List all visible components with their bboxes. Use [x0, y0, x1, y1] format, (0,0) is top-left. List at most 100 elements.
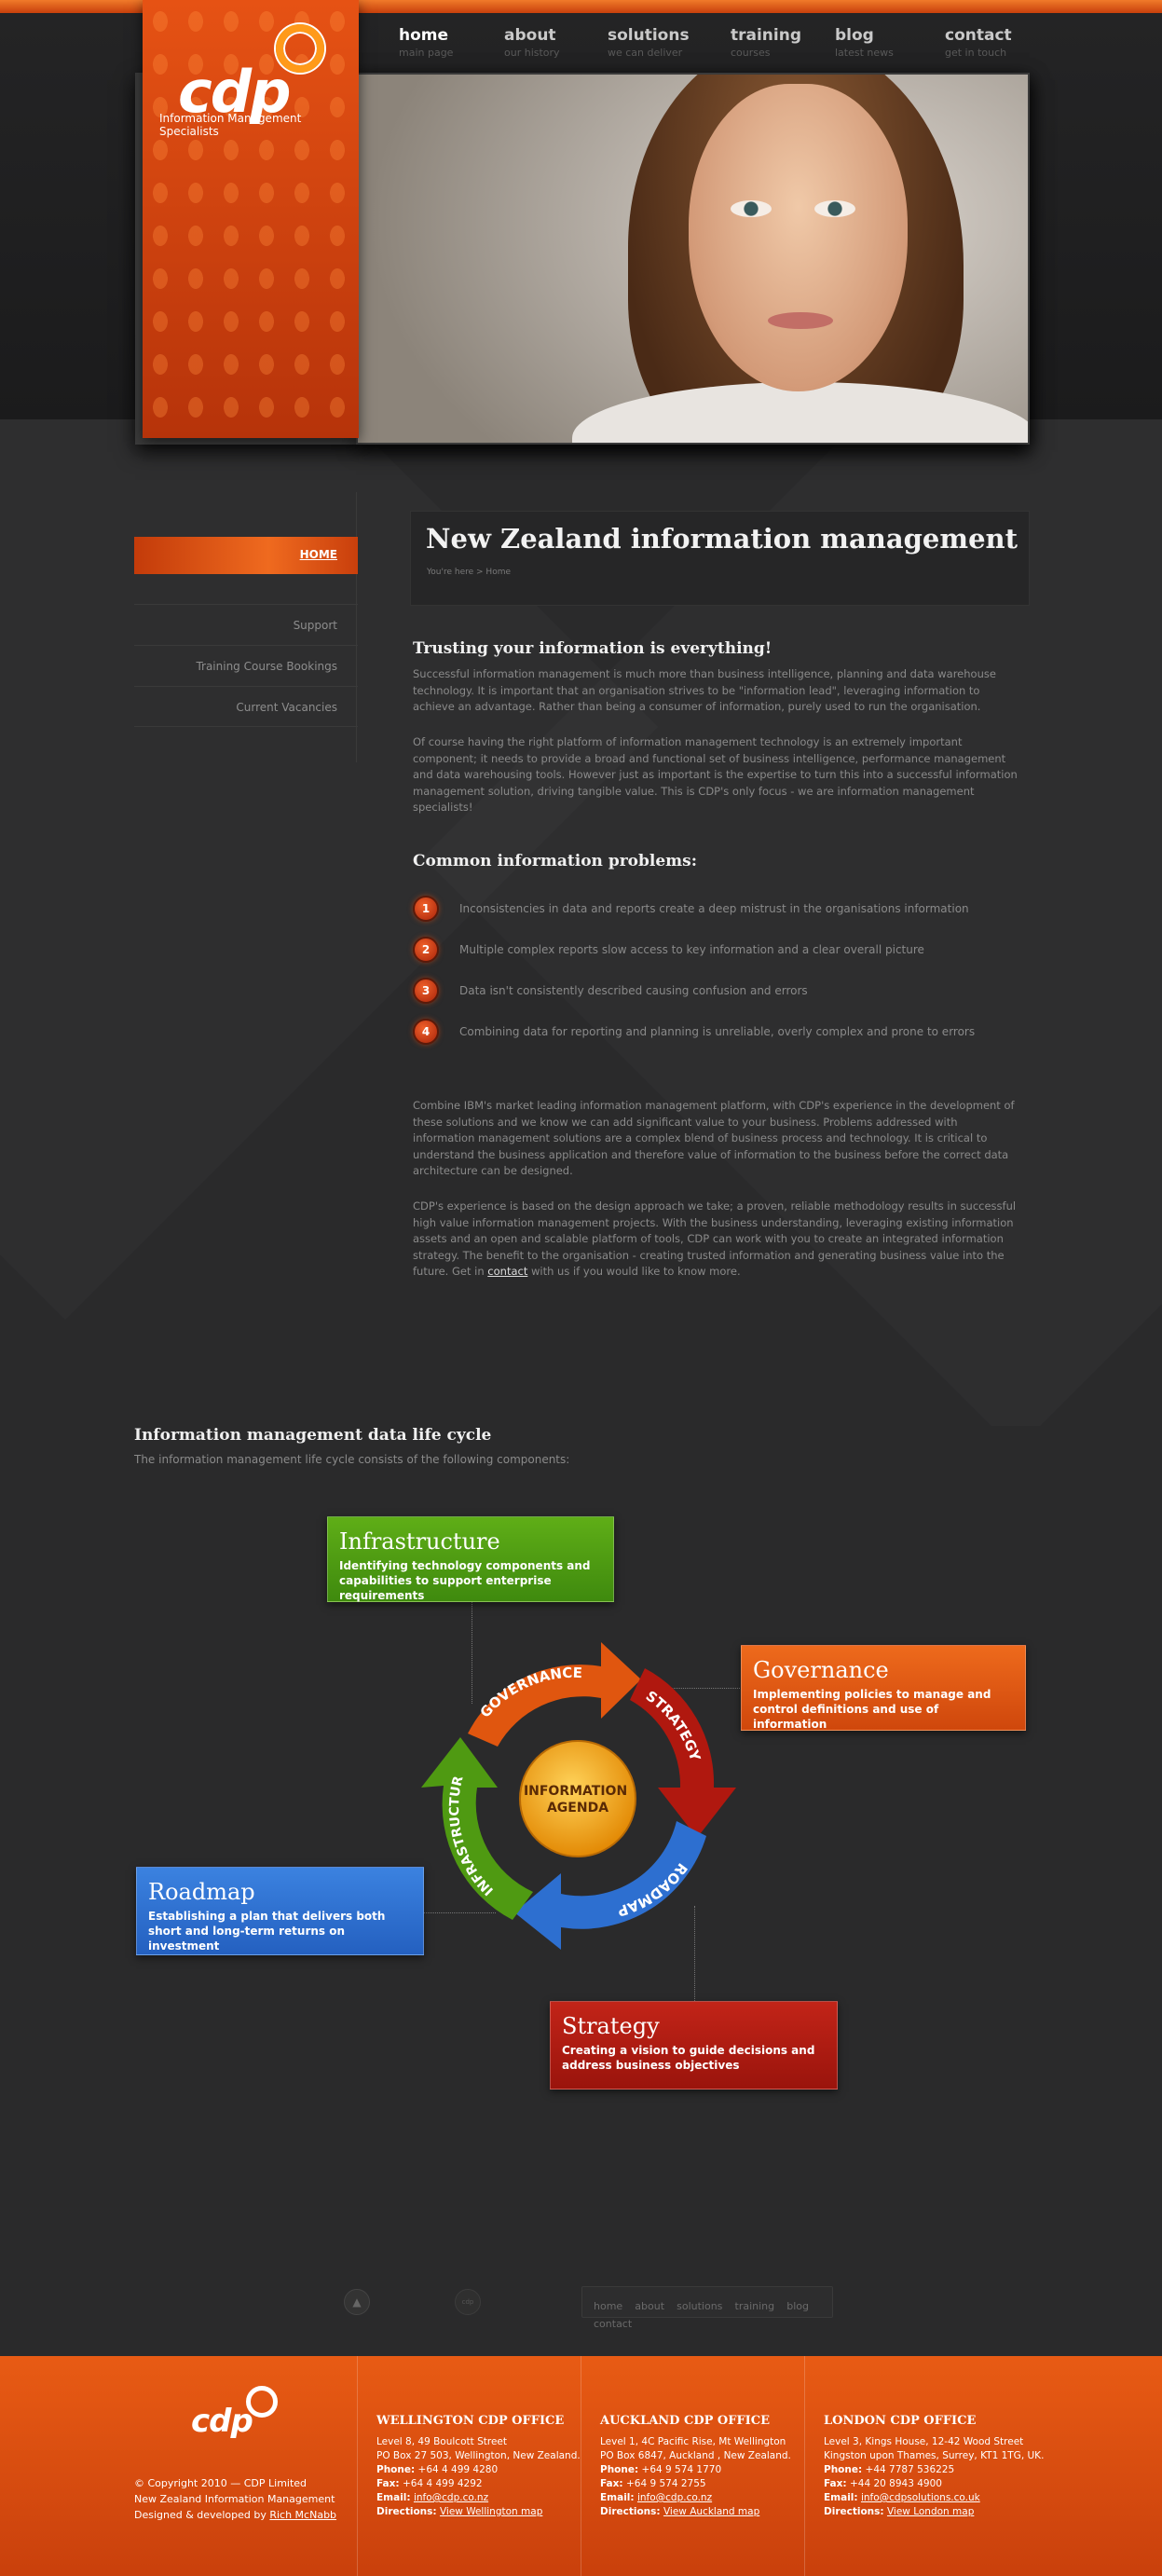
problem-text: Multiple complex reports slow access to …	[459, 943, 924, 956]
email-link[interactable]: info@cdp.co.nz	[413, 2492, 489, 2503]
email-link[interactable]: info@cdpsolutions.co.uk	[860, 2492, 980, 2503]
office-email: Email: info@cdpsolutions.co.uk	[824, 2492, 980, 2503]
office-fax: Fax: +64 9 574 2755	[600, 2478, 706, 2489]
box-strategy-title: Strategy	[562, 2013, 660, 2039]
title-box: New Zealand information management You'r…	[410, 511, 1030, 606]
portrait-eye-right	[814, 200, 855, 217]
connector-strategy	[694, 1906, 695, 2001]
office-directions: Directions: View Auckland map	[600, 2506, 760, 2517]
problem-text: Data isn't consistently described causin…	[459, 984, 808, 997]
footer-link-blog[interactable]: blog	[786, 2300, 809, 2312]
office-address-2: PO Box 6847, Auckland , New Zealand.	[600, 2450, 791, 2461]
office-wellington: WELLINGTON CDP OFFICE Level 8, 49 Boulco…	[376, 2414, 591, 2519]
portrait-lips	[768, 312, 833, 329]
box-governance-desc: Implementing policies to manage and cont…	[753, 1688, 991, 1731]
footer-divider	[804, 2356, 805, 2576]
connector-roadmap	[421, 1912, 496, 1913]
map-link[interactable]: View London map	[886, 2506, 975, 2517]
lifecycle-intro: The information management life cycle co…	[134, 1453, 570, 1466]
footer-link-about[interactable]: about	[635, 2300, 665, 2312]
number-badge: 1	[413, 896, 439, 922]
office-auckland: AUCKLAND CDP OFFICE Level 1, 4C Pacific …	[600, 2414, 814, 2519]
footer-link-contact[interactable]: contact	[594, 2318, 633, 2330]
footer-link-training[interactable]: training	[734, 2300, 775, 2312]
problem-text: Inconsistencies in data and reports crea…	[459, 902, 969, 915]
footer-copyright: © Copyright 2010 — CDP Limited New Zeala…	[134, 2475, 336, 2523]
sidebar-item-training-bookings[interactable]: Training Course Bookings	[134, 645, 358, 686]
logo-wordmark[interactable]: cdp	[178, 58, 292, 126]
footer-links: home about solutions training blog conta…	[581, 2286, 833, 2330]
office-email: Email: info@cdp.co.nz	[600, 2492, 713, 2503]
arrow-governance	[468, 1642, 641, 1747]
box-strategy: Strategy Creating a vision to guide deci…	[550, 2001, 838, 2090]
office-title: LONDON CDP OFFICE	[824, 2414, 977, 2428]
sidebar-item-support[interactable]: Support	[134, 604, 358, 645]
breadcrumb: You're here > Home	[427, 568, 512, 577]
office-phone: Phone: +64 9 574 1770	[600, 2464, 722, 2475]
map-link[interactable]: View Auckland map	[663, 2506, 760, 2517]
connector-governance	[662, 1688, 742, 1689]
cdp-mark: cdp	[455, 2289, 481, 2315]
center-circle	[519, 1740, 636, 1857]
nav-label: blog	[835, 26, 874, 45]
copyright-text: © Copyright 2010 — CDP Limited	[134, 2477, 308, 2489]
office-title: AUCKLAND CDP OFFICE	[600, 2414, 771, 2428]
footer-link-solutions[interactable]: solutions	[677, 2300, 723, 2312]
office-london: LONDON CDP OFFICE Level 3, Kings House, …	[824, 2414, 1044, 2519]
footer-link-home[interactable]: home	[594, 2300, 623, 2312]
nav-blog[interactable]: blog latest news	[835, 26, 937, 59]
paragraph-experience: CDP's experience is based on the design …	[413, 1199, 1018, 1281]
list-item: 3 Data isn't consistently described caus…	[413, 978, 1018, 1006]
nav-label: solutions	[608, 26, 690, 45]
email-link[interactable]: info@cdp.co.nz	[636, 2492, 713, 2503]
footer-logo-ring-icon	[246, 2386, 278, 2418]
problem-text: Combining data for reporting and plannin…	[459, 1025, 976, 1038]
list-item: 4 Combining data for reporting and plann…	[413, 1019, 1018, 1047]
office-fax: Fax: +44 20 8943 4900	[824, 2478, 942, 2489]
box-roadmap: Roadmap Establishing a plan that deliver…	[136, 1867, 424, 1955]
page-title: New Zealand information management	[426, 523, 1018, 555]
office-address-1: Level 1, 4C Pacific Rise, Mt Wellington	[600, 2436, 786, 2447]
box-infrastructure: Infrastructure Identifying technology co…	[327, 1516, 614, 1602]
office-address-2: PO Box 27 503, Wellington, New Zealand.	[376, 2450, 581, 2461]
arrow-strategy	[630, 1668, 736, 1838]
box-roadmap-title: Roadmap	[148, 1879, 255, 1905]
nav-training[interactable]: training courses	[731, 26, 833, 59]
nav-solutions[interactable]: solutions we can deliver	[608, 26, 710, 59]
nav-sublabel: our history	[504, 47, 560, 59]
nav-home[interactable]: home main page	[399, 26, 501, 59]
footer-divider	[357, 2356, 358, 2576]
box-roadmap-desc: Establishing a plan that delivers both s…	[148, 1910, 386, 1953]
nav-about[interactable]: about our history	[504, 26, 607, 59]
logo-panel[interactable]: cdp Information Management Specialists	[143, 0, 359, 438]
designer-link[interactable]: Rich McNabb	[269, 2509, 337, 2521]
footer-logo[interactable]: cdp	[191, 2403, 253, 2440]
office-address-1: Level 8, 49 Boulcott Street	[376, 2436, 507, 2447]
contact-link[interactable]: contact	[487, 1265, 528, 1278]
center-label-line2: AGENDA	[547, 1801, 608, 1816]
company-text: New Zealand Information Management	[134, 2493, 335, 2505]
arrow-infrastructure	[421, 1737, 533, 1920]
heading-problems: Common information problems:	[413, 852, 697, 870]
bottom-nav: ▲ cdp home about solutions training blog…	[335, 2283, 839, 2330]
logo-tagline: Information Management Specialists	[159, 112, 302, 138]
designed-by-prefix: Designed & developed by	[134, 2509, 270, 2521]
nav-sublabel: courses	[731, 47, 771, 59]
main-nav: home main page about our history solutio…	[382, 13, 1025, 69]
nav-contact[interactable]: contact get in touch	[945, 26, 1047, 59]
office-address-1: Level 3, Kings House, 12-42 Wood Street	[824, 2436, 1024, 2447]
office-title: WELLINGTON CDP OFFICE	[376, 2414, 565, 2428]
arrow-up-icon: ▲	[352, 2295, 362, 2309]
map-link[interactable]: View Wellington map	[439, 2506, 543, 2517]
center-label: INFORMATION AGENDA	[524, 1784, 632, 1816]
hero-image	[356, 73, 1030, 445]
sidebar-item-vacancies[interactable]: Current Vacancies	[134, 686, 358, 727]
sidebar-item-home[interactable]: HOME	[134, 537, 358, 574]
logo-ring-icon	[276, 24, 324, 73]
lifecycle-cycle-diagram: GOVERNANCE STRATEGY ROADMAP INFRASTRUCTU…	[401, 1622, 736, 1950]
paragraph-platform: Of course having the right platform of i…	[413, 735, 1018, 814]
back-to-top-button[interactable]: ▲	[344, 2289, 370, 2315]
heading-trust: Trusting your information is everything!	[413, 639, 772, 658]
footer: cdp © Copyright 2010 — CDP Limited New Z…	[0, 2356, 1162, 2576]
box-governance: Governance Implementing policies to mana…	[741, 1645, 1026, 1731]
